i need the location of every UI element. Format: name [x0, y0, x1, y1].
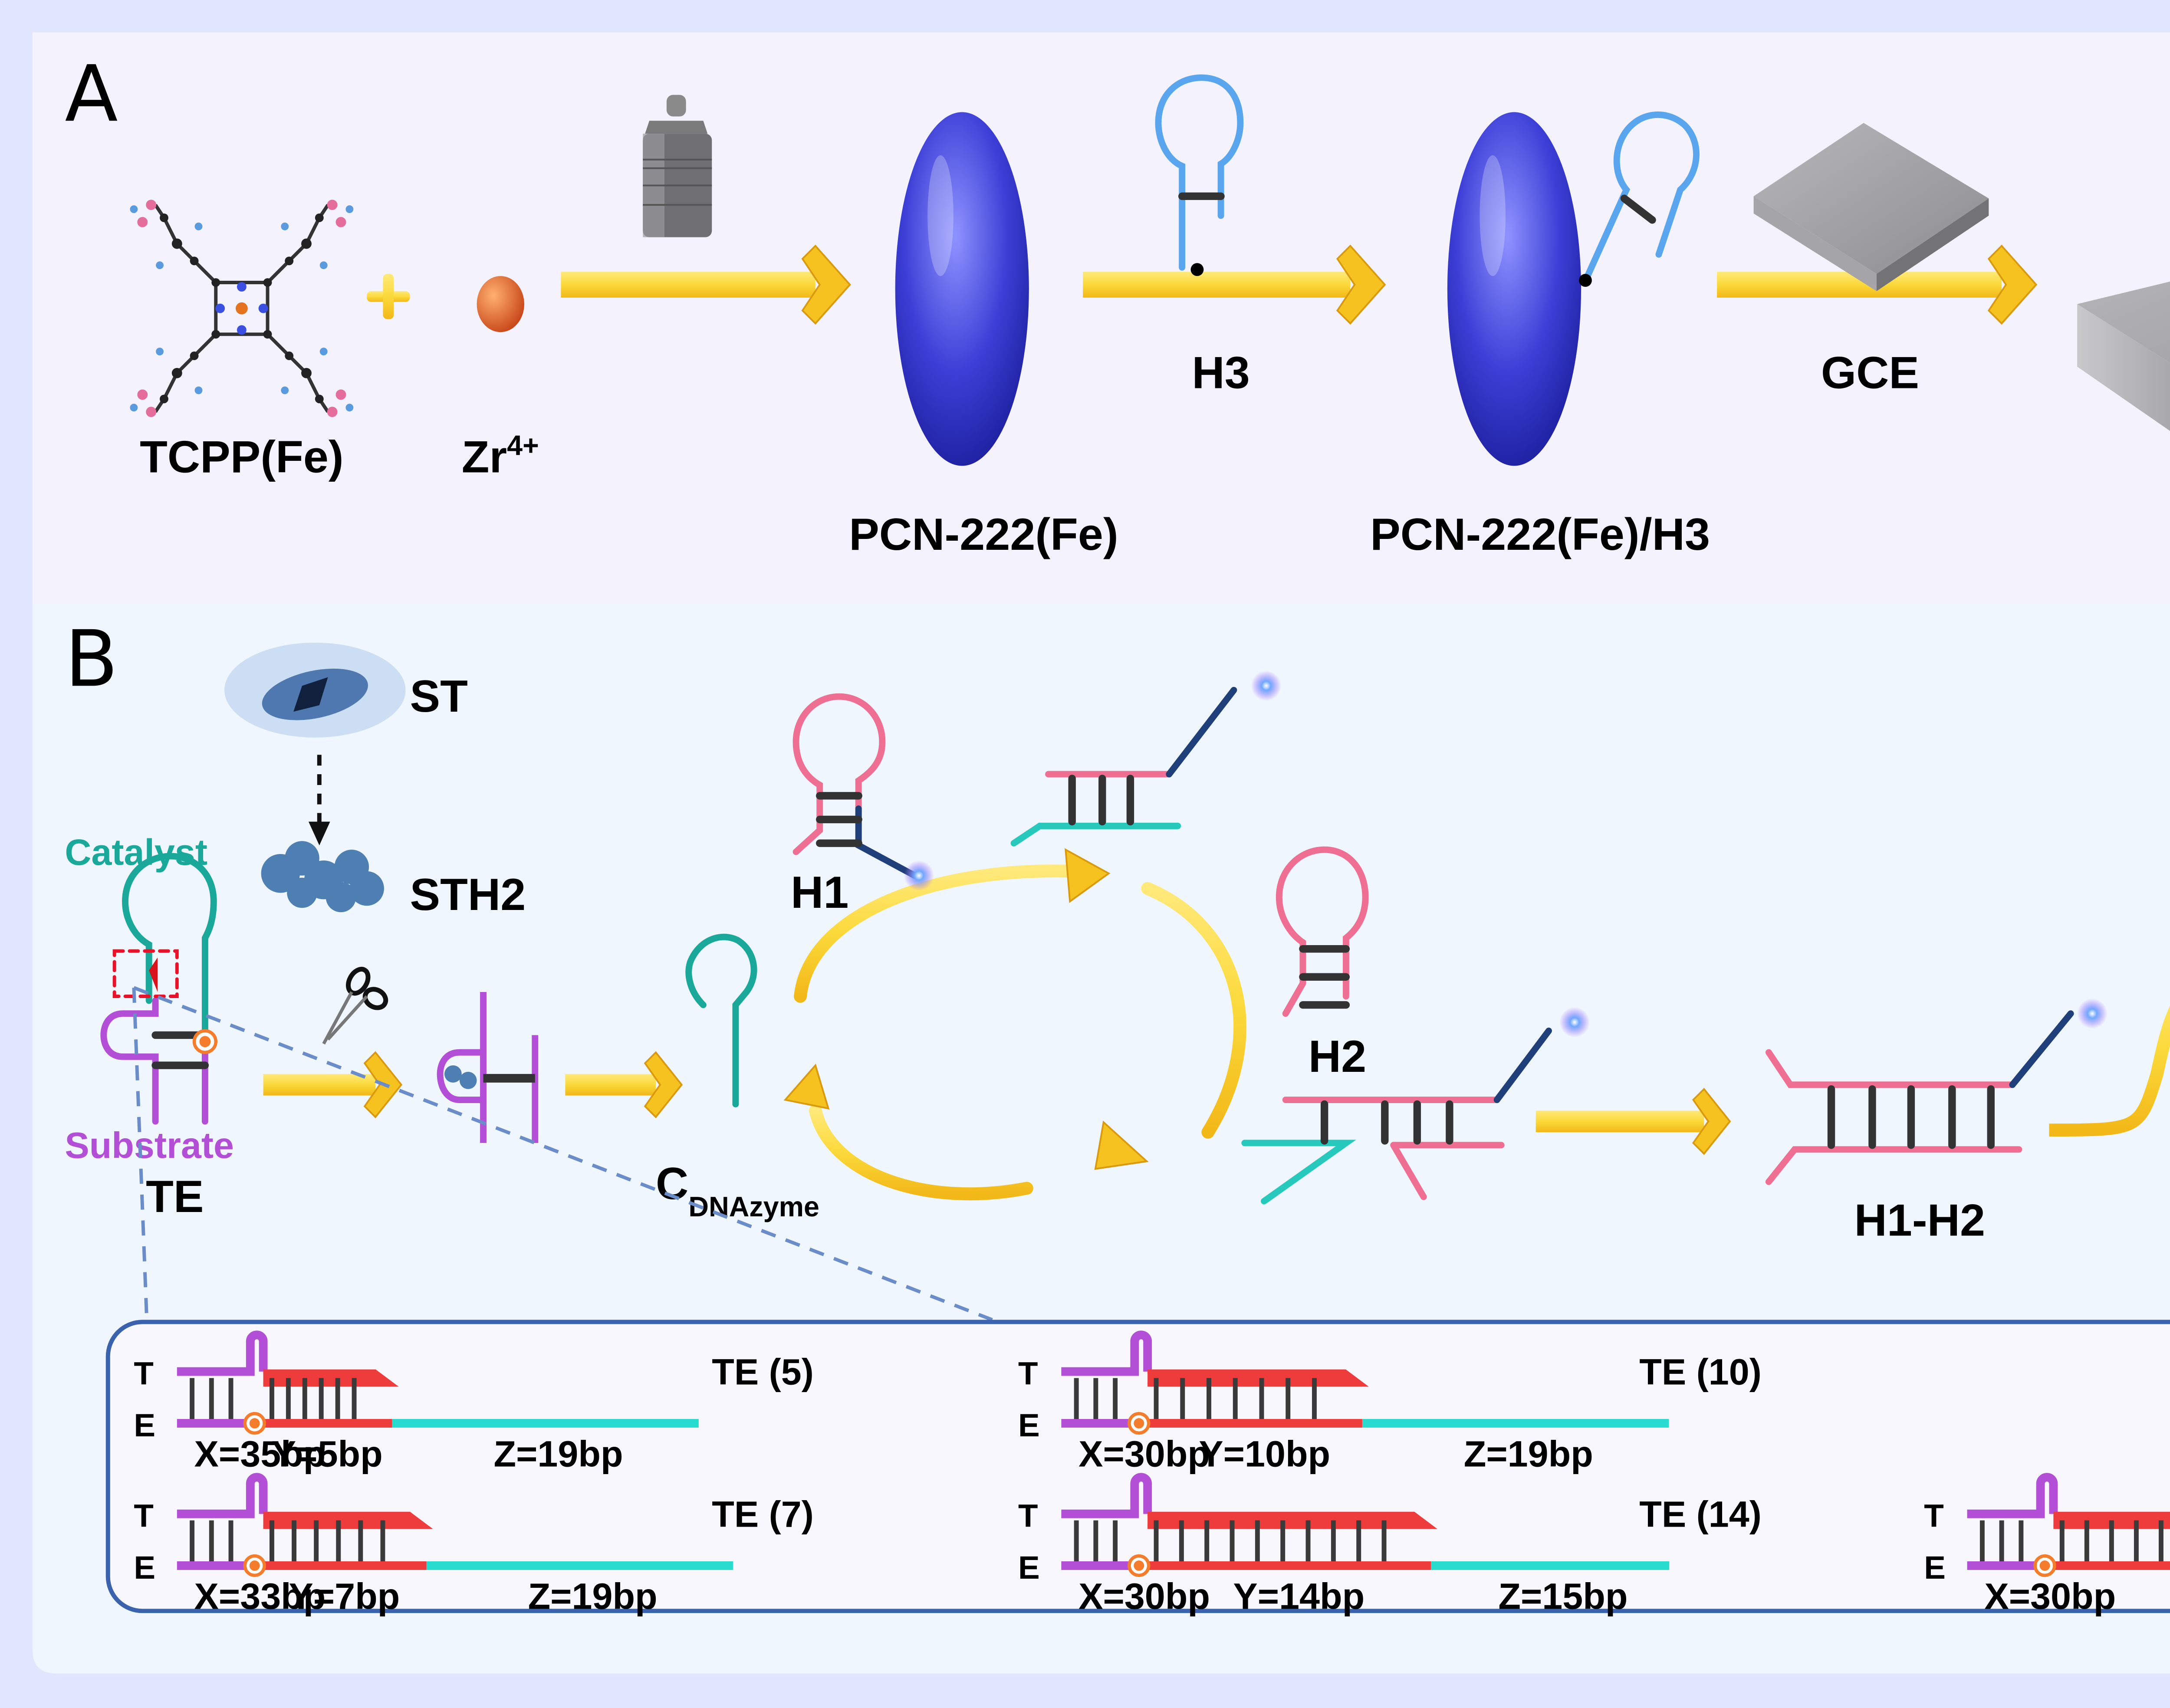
h1-catalyst-duplex-icon [1010, 686, 1237, 847]
strand-t-label: T [1018, 1356, 1038, 1392]
arrow-release [565, 1051, 683, 1119]
te-variant-name: TE (10) [1639, 1352, 1762, 1393]
panel-b-letter: B [65, 614, 118, 704]
cleavage-site-dot [1134, 1418, 1144, 1429]
strand-t-label: T [134, 1498, 154, 1534]
cleavage-site-dot [1134, 1560, 1144, 1571]
scissors-icon [322, 967, 388, 1045]
y-length-label: Y=5bp [272, 1433, 383, 1474]
t-strand-arm [177, 1330, 268, 1376]
strand-e-label: E [1018, 1550, 1040, 1586]
c-dnazyme-label: CDNAzyme [656, 1159, 819, 1222]
x-length-label: X=30bp [1984, 1576, 2116, 1616]
arrow-to-electrode [2049, 1005, 2170, 1137]
te-structure-icon [100, 853, 217, 1125]
h1-label: H1 [791, 867, 848, 918]
gce-electrode-icon [1753, 123, 1989, 291]
arrow-hybridization [1535, 1087, 1731, 1155]
strand-t-label: T [134, 1356, 154, 1392]
h1-hairpin-icon [792, 693, 918, 879]
t-strand-y [263, 1369, 399, 1387]
plus-icon [367, 274, 410, 319]
y-length-label: Y=7bp [289, 1576, 400, 1616]
sth2-protein-icon [261, 841, 384, 913]
cleavage-site-dot [249, 1418, 260, 1429]
t-strand-y [263, 1511, 433, 1529]
cleavage-site-dot [2039, 1560, 2050, 1571]
arrow-gce-modification [1717, 244, 2038, 325]
sth2-label: STH2 [410, 870, 526, 920]
arrow-synthesis [561, 244, 851, 325]
substrate-label: Substrate [65, 1125, 234, 1166]
h3-attached-hairpin-icon [1584, 111, 1700, 279]
y-length-label: Y=10bp [1199, 1433, 1330, 1474]
sth2-cleaved-complex-icon [437, 992, 539, 1143]
h3-label: H3 [1192, 348, 1249, 398]
x-length-label: X=30bp [1078, 1433, 1210, 1474]
h1-h2-label: H1-H2 [1854, 1196, 1986, 1246]
strand-t-label: T [1018, 1498, 1038, 1534]
z-length-label: Z=15bp [1498, 1576, 1628, 1616]
z-length-label: Z=19bp [1464, 1433, 1593, 1474]
autoclave-reactor-icon [643, 95, 712, 237]
cleavage-site-dot [249, 1560, 260, 1571]
callout-lines [132, 986, 993, 1322]
t-strand-arm [1061, 1473, 1152, 1518]
pcn-222-fe-particle-icon [895, 112, 1029, 466]
catalyst-label: Catalyst [65, 832, 207, 873]
h1-h2-duplex-icon [1765, 1010, 2074, 1185]
t-strand-y [1147, 1369, 1369, 1387]
tcpp-fe-molecule-icon [130, 200, 354, 417]
y-length-label: Y=14bp [1233, 1576, 1364, 1616]
pcn-222-fe-label: PCN-222(Fe) [849, 509, 1118, 560]
te-variant-name: TE (7) [712, 1494, 814, 1535]
z-length-label: Z=19bp [493, 1433, 623, 1474]
t-strand-arm [177, 1473, 268, 1518]
h3-hairpin-icon [1155, 74, 1244, 271]
zr-label: Zr4+ [462, 430, 539, 483]
h2-label: H2 [1309, 1031, 1366, 1082]
z-length-label: Z=19bp [528, 1576, 658, 1616]
gce-label: GCE [1821, 348, 1919, 398]
h1-h2-catalyst-intermediate-icon [1241, 1028, 1552, 1205]
te-variant: TE TE (14) X=30bp Y=14bp Z=15bp [1018, 1473, 1762, 1616]
t-strand-arm [1061, 1330, 1152, 1376]
x-length-label: X=30bp [1078, 1576, 1210, 1616]
panel-a-background [32, 32, 2170, 604]
x-length-label: X=33bp [194, 1576, 326, 1616]
te-variant-name: TE (14) [1639, 1494, 1762, 1535]
h3-anchor-dot [1190, 263, 1204, 276]
x-length-label: X=35bp [194, 1433, 326, 1474]
panel-a-letter: A [65, 49, 118, 139]
c-dnazyme-strand-icon [685, 933, 757, 1107]
bacteria-st-icon [224, 642, 406, 738]
panel-a [32, 32, 2170, 604]
st-label: ST [410, 671, 468, 722]
te-label: TE [146, 1172, 204, 1222]
pcn-222-fe-h3-particle-icon [1447, 112, 1581, 466]
pcn-222-fe-h3-label: PCN-222(Fe)/H3 [1370, 509, 1710, 560]
te-variants-box [105, 1320, 2170, 1613]
strand-t-label: T [1924, 1498, 1944, 1534]
tcpp-fe-label: TCPP(Fe) [140, 432, 344, 482]
t-strand-y [1147, 1511, 1437, 1529]
te-variant-name: TE (5) [712, 1352, 814, 1393]
catalytic-cycle-arrows [794, 864, 1246, 1201]
signal-tag-icon [904, 860, 934, 891]
t-strand-arm [1967, 1473, 2058, 1518]
strand-e-label: E [134, 1407, 155, 1443]
h2-hairpin-icon [1276, 846, 1369, 1017]
zr-ion-icon [477, 276, 524, 332]
strand-e-label: E [1924, 1550, 1946, 1586]
strand-e-label: E [1018, 1407, 1040, 1443]
strand-e-label: E [134, 1550, 155, 1586]
modified-electrode-without-target [2077, 281, 2170, 431]
arrow-h3-loading [1083, 244, 1386, 325]
